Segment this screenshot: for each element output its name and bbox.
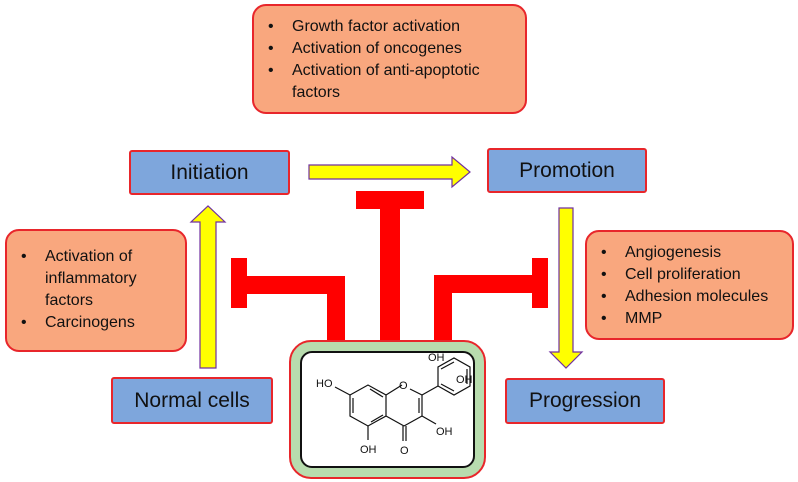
molecule-panel: O O HO OH OH OH OH — [300, 351, 475, 468]
arrow-initiation-to-promotion — [308, 155, 471, 189]
note-left-item: Activation of inflammatory factors — [15, 246, 177, 312]
inhibit-center — [356, 191, 424, 340]
arrow-promotion-to-progression — [548, 207, 584, 369]
stage-promotion: Promotion — [487, 148, 647, 193]
stage-normal-cells: Normal cells — [111, 377, 273, 424]
note-right-item: Cell proliferation — [595, 264, 784, 286]
note-right-item: Angiogenesis — [595, 242, 784, 264]
stage-normal-cells-label: Normal cells — [134, 388, 250, 412]
mol-o-carbonyl: O — [400, 445, 409, 457]
mol-oh-right: OH — [436, 426, 453, 438]
mol-oh-bottom-left: OH — [360, 444, 377, 456]
note-left: Activation of inflammatory factors Carci… — [5, 229, 187, 352]
mol-oh-top2: OH — [456, 374, 473, 386]
mol-o-ring: O — [399, 380, 408, 392]
note-top-item: Growth factor activation — [262, 16, 517, 38]
note-left-item: Carcinogens — [15, 312, 177, 334]
note-right: Angiogenesis Cell proliferation Adhesion… — [585, 230, 794, 340]
mol-oh-top1: OH — [428, 353, 445, 364]
inhibit-right — [434, 258, 548, 340]
mol-ho-left: HO — [316, 378, 333, 390]
inhibit-left — [231, 258, 345, 340]
stage-progression: Progression — [505, 378, 665, 424]
arrow-normal-to-initiation — [189, 205, 227, 369]
note-top-item: Activation of anti-apoptotic factors — [262, 60, 517, 104]
note-right-item: Adhesion molecules — [595, 286, 784, 308]
stage-promotion-label: Promotion — [519, 158, 615, 182]
molecule-structure: O O HO OH OH OH OH — [316, 353, 473, 457]
stage-initiation-label: Initiation — [170, 160, 249, 184]
note-top: Growth factor activation Activation of o… — [252, 4, 527, 114]
note-right-item: MMP — [595, 308, 784, 330]
molecule-frame: O O HO OH OH OH OH — [289, 340, 486, 479]
stage-progression-label: Progression — [528, 389, 642, 412]
stage-initiation: Initiation — [129, 150, 290, 195]
note-top-item: Activation of oncogenes — [262, 38, 517, 60]
